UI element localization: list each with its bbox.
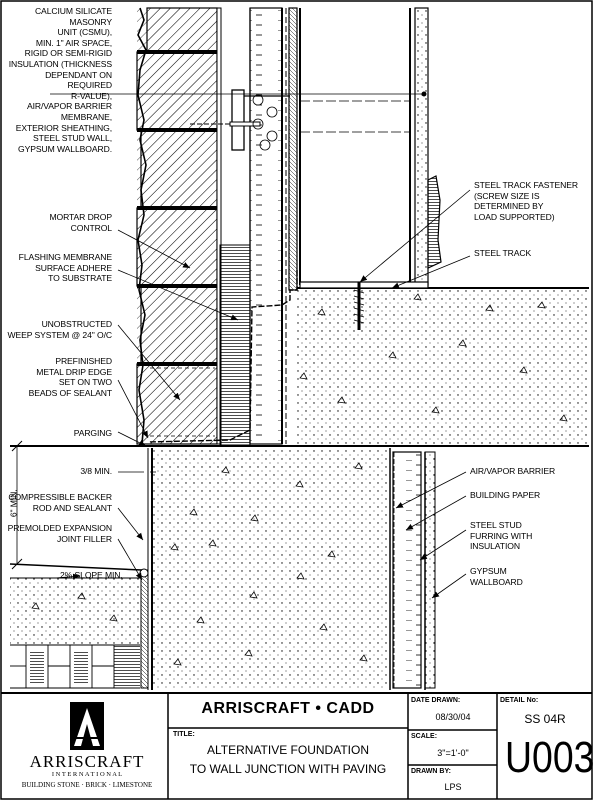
note-track-fastener: STEEL TRACK FASTENER (SCREW SIZE IS DETE… bbox=[474, 180, 579, 222]
drawn-by-label: DRAWN BY: bbox=[411, 768, 451, 775]
scale-value: 3"=1'-0" bbox=[437, 748, 469, 758]
scale-label: SCALE: bbox=[411, 733, 438, 740]
note-steel-stud: STEEL STUD FURRING WITH INSULATION bbox=[470, 520, 533, 552]
title-block-frame bbox=[1, 692, 592, 799]
note-steel-track: STEEL TRACK bbox=[474, 248, 532, 258]
note-six-min: 6" MIN. bbox=[8, 489, 19, 518]
note-air-vapor-barrier: AIR/VAPOR BARRIER bbox=[470, 466, 556, 476]
drawing-title-line1: ALTERNATIVE FOUNDATION bbox=[206, 743, 369, 757]
note-building-paper: BUILDING PAPER bbox=[470, 490, 541, 500]
drawn-by-value: LPS bbox=[444, 782, 462, 792]
company-banner: ARRISCRAFT • CADD bbox=[201, 700, 375, 717]
note-expansion-joint: PREMOLDED EXPANSION JOINT FILLER bbox=[7, 523, 113, 544]
detail-number-label: DETAIL No: bbox=[500, 697, 539, 704]
drawing-title-line2: TO WALL JUNCTION WITH PAVING bbox=[189, 762, 387, 776]
date-drawn-value: 08/30/04 bbox=[435, 712, 471, 722]
floor-slab bbox=[297, 281, 589, 446]
detail-number: U003 bbox=[505, 733, 593, 782]
note-weep-system: UNOBSTRUCTED WEEP SYSTEM @ 24" O/C bbox=[7, 319, 112, 340]
note-mortar-drop: MORTAR DROP CONTROL bbox=[49, 212, 112, 233]
arriscraft-logo-icon bbox=[70, 702, 104, 750]
logo-subtitle: I N T E R N A T I O N A L bbox=[51, 771, 123, 778]
leader-lines bbox=[54, 189, 471, 599]
logo-tagline: BUILDING STONE · BRICK · LIMESTONE bbox=[21, 781, 153, 789]
title-label: TITLE: bbox=[173, 731, 195, 738]
detail-code: SS 04R bbox=[524, 712, 566, 726]
note-gypsum: GYPSUM WALLBOARD bbox=[470, 566, 523, 587]
date-drawn-label: DATE DRAWN: bbox=[411, 697, 461, 704]
note-parging: PARGING bbox=[73, 428, 112, 438]
note-flashing-membrane: FLASHING MEMBRANE SURFACE ADHERE TO SUBS… bbox=[18, 252, 112, 284]
logo-wordmark: ARRISCRAFT bbox=[29, 752, 145, 771]
note-slope: 2% SLOPE MIN. bbox=[60, 570, 123, 580]
note-drip-edge: PREFINISHED METAL DRIP EDGE SET ON TWO B… bbox=[28, 356, 113, 398]
note-min-gap: 3/8 MIN. bbox=[80, 466, 112, 476]
note-backer-rod: COMPRESSIBLE BACKER ROD AND SEALANT bbox=[8, 492, 112, 513]
note-csmu-assembly: CALCIUM SILICATE MASONRY UNIT (CSMU), MI… bbox=[8, 6, 112, 154]
masonry-units bbox=[136, 7, 218, 445]
wall-assembly bbox=[50, 7, 442, 446]
foundation-wall bbox=[9, 440, 589, 690]
